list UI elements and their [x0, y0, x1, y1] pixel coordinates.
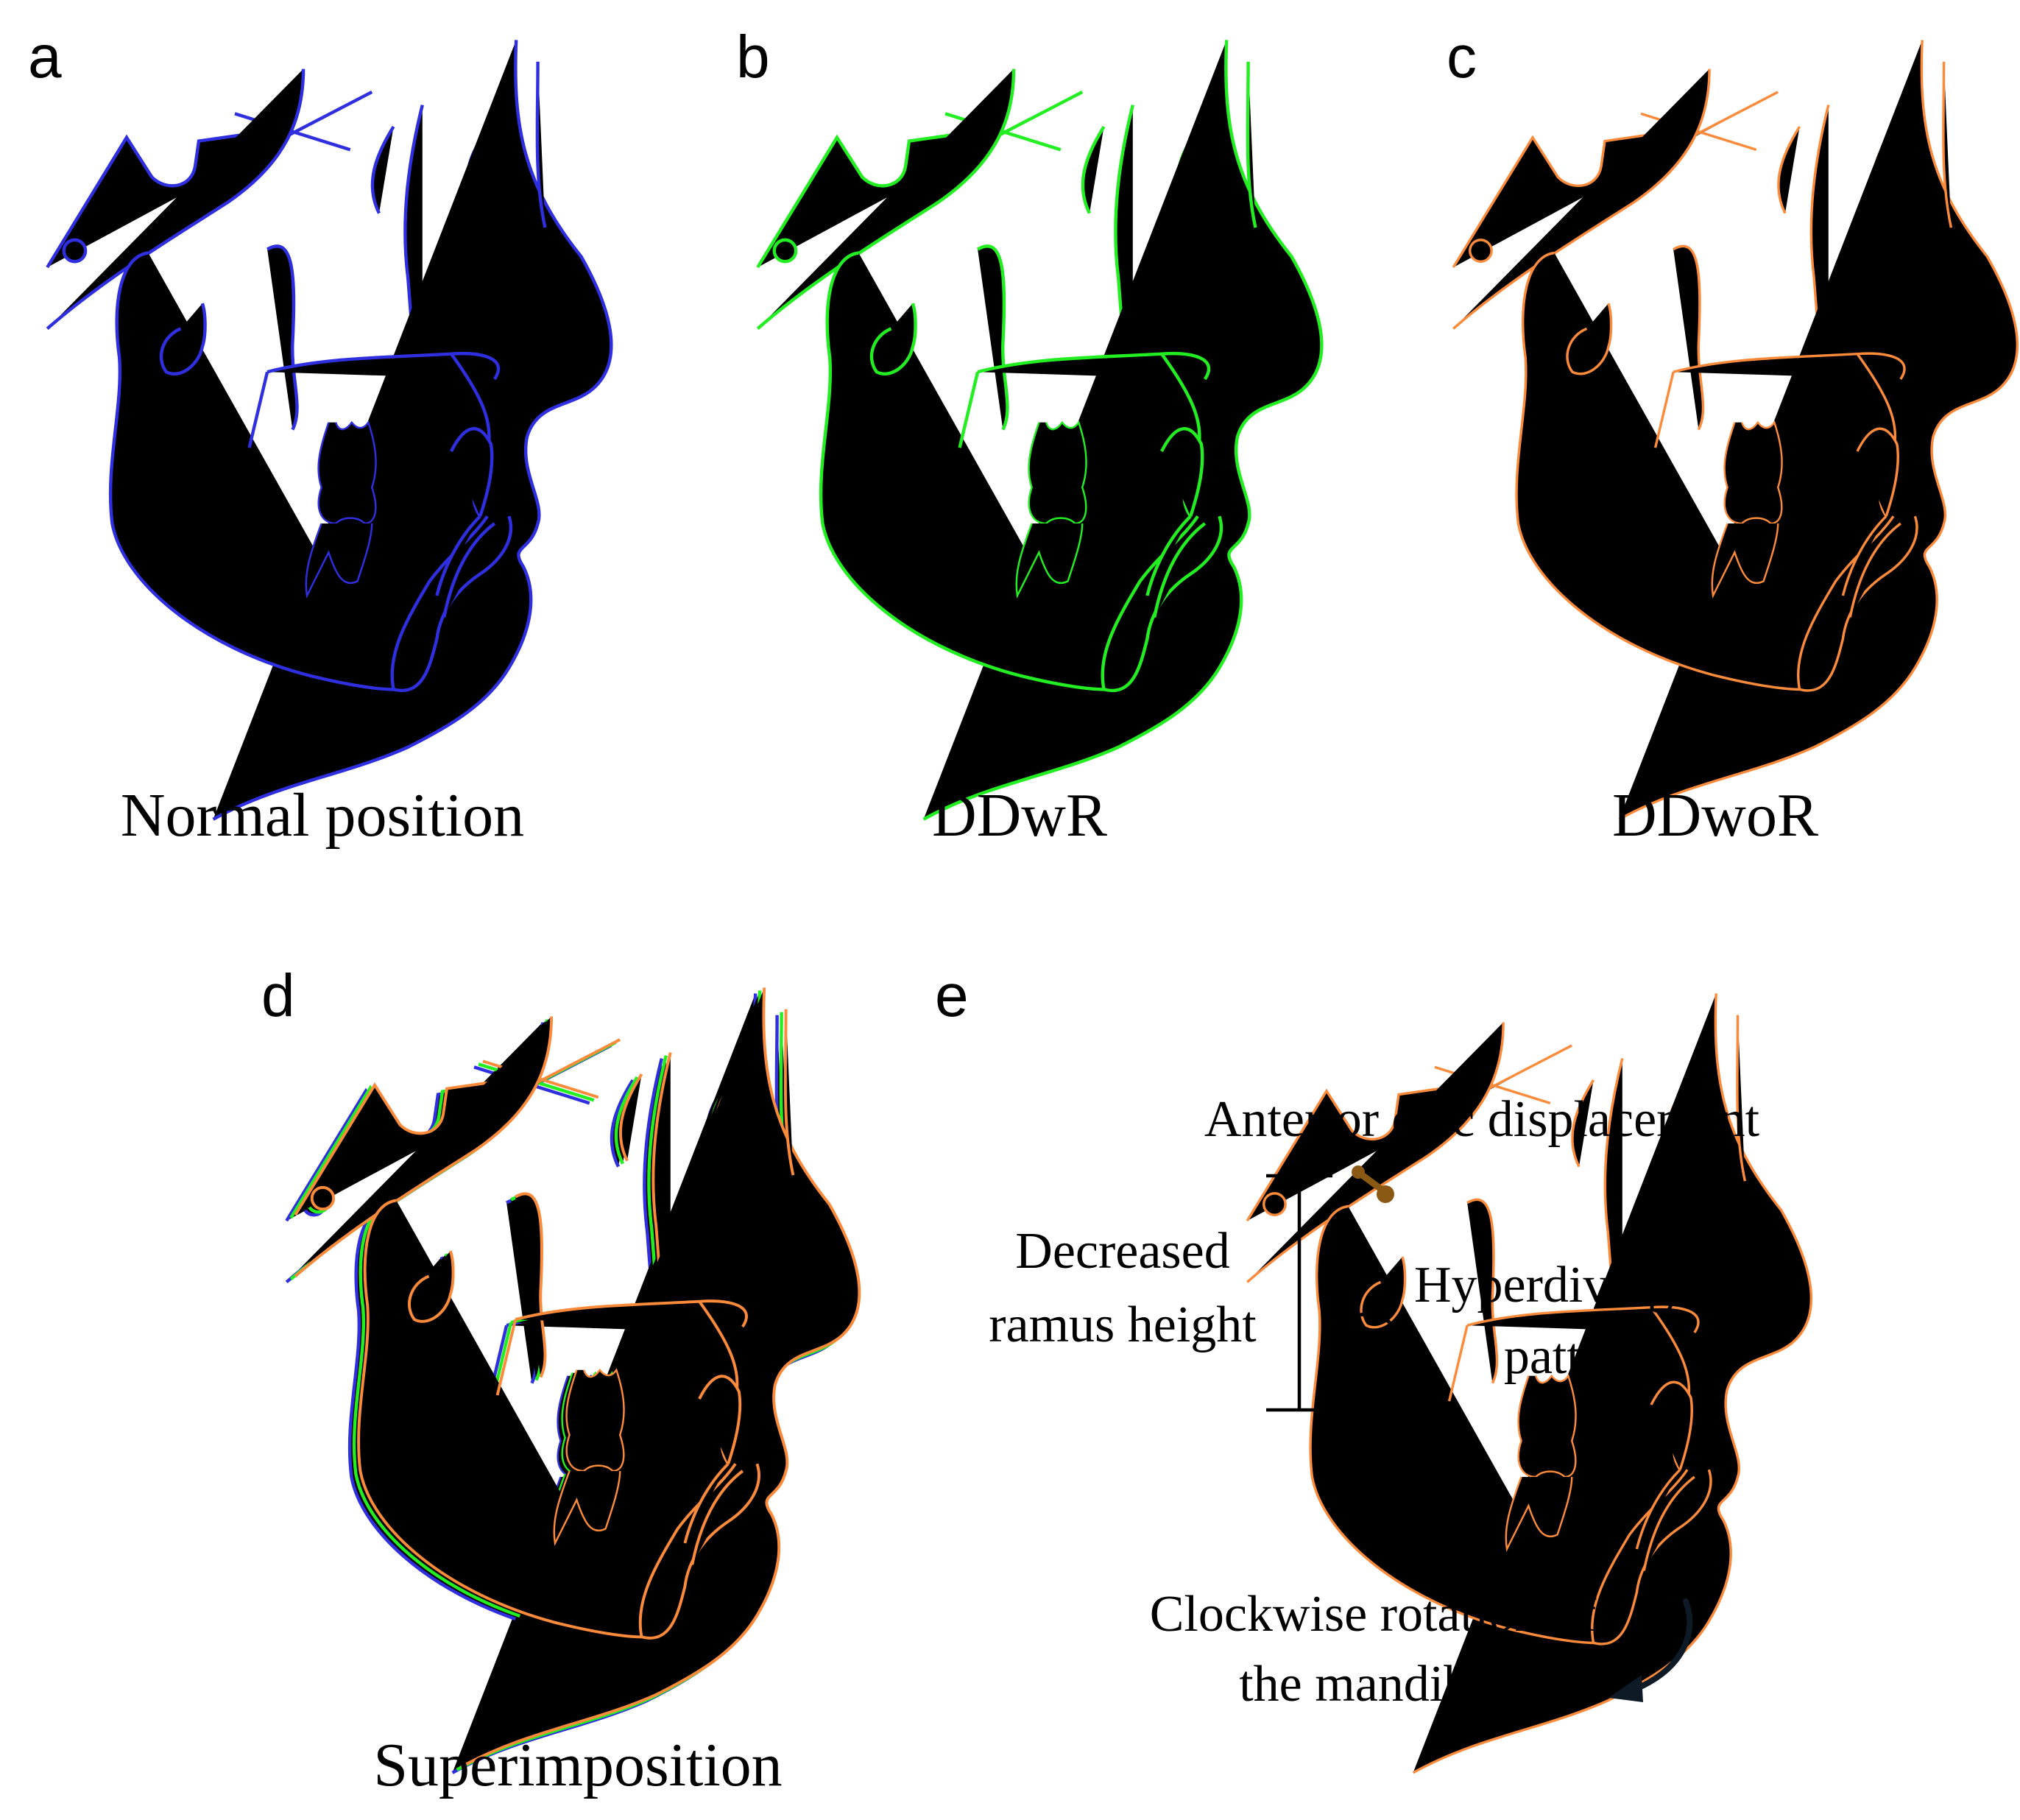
ddwor-skull	[1452, 38, 2019, 821]
clockwise-arrow-icon	[1608, 1598, 1693, 1702]
disc-displacement-label: Anterior disc displacement	[1204, 1091, 1760, 1148]
ddwr-skull	[758, 40, 1321, 819]
ramus-height-bracket	[1266, 1174, 1332, 1412]
superimposed-ddwor	[294, 986, 861, 1768]
panel-d-letter: d	[261, 962, 295, 1029]
panel-b-tracing	[758, 40, 1321, 819]
panel-a-caption: Normal position	[121, 781, 524, 850]
panel-a-tracing	[47, 40, 611, 819]
hyperdivergent-label-line2: pattern	[1504, 1328, 1647, 1385]
disc-marker-icon	[1352, 1165, 1394, 1203]
ramus-height-label-line1: Decreased	[1015, 1223, 1229, 1280]
panel-b-caption: DDwR	[932, 781, 1107, 850]
hyperdivergent-label-line1: Hyperdivergent	[1414, 1257, 1737, 1313]
panel-a-letter: a	[28, 24, 62, 91]
rotation-label-line2: the mandible	[1239, 1656, 1507, 1713]
rotation-label-line1: Clockwise rotation of	[1150, 1586, 1597, 1643]
panel-d-tracing	[286, 986, 861, 1772]
panel-e-letter: e	[935, 962, 969, 1029]
panel-c-caption: DDwoR	[1612, 781, 1818, 850]
panel-b-letter: b	[736, 24, 770, 91]
ramus-height-label-line2: ramus height	[989, 1297, 1257, 1353]
panel-c-letter: c	[1447, 24, 1477, 91]
panel-c-tracing	[1452, 38, 2019, 821]
panel-d-caption: Superimposition	[373, 1731, 782, 1799]
gonial-angle-marker	[1329, 1240, 1463, 1416]
normal-position-skull	[47, 40, 611, 819]
